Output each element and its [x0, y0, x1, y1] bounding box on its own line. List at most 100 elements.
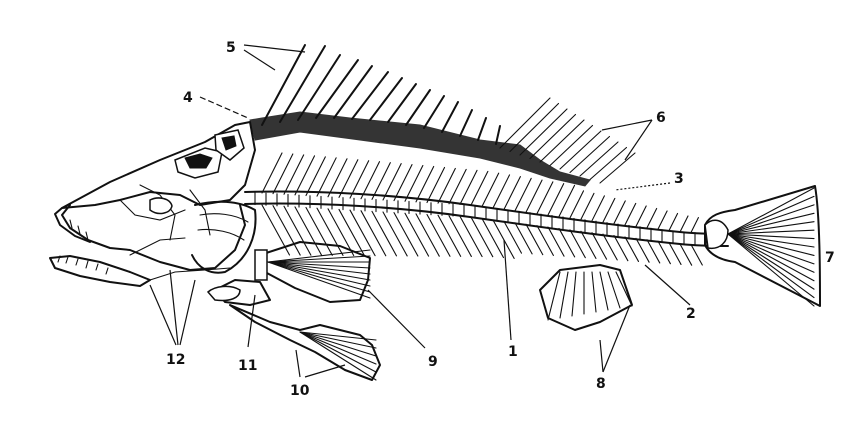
- leader-8b: [602, 304, 631, 373]
- pelvic-ray: [299, 331, 377, 381]
- rib: [503, 220, 523, 254]
- rib: [415, 213, 440, 257]
- caudal-ray: [727, 233, 815, 240]
- caudal-ray: [727, 233, 815, 273]
- rib: [635, 237, 650, 263]
- label-12: 12: [166, 352, 185, 368]
- rib: [536, 225, 554, 256]
- rib: [492, 219, 515, 259]
- leader-lines: [149, 44, 691, 378]
- dorsal-spine: [495, 125, 501, 145]
- leader-4: [199, 96, 249, 119]
- rib: [580, 230, 597, 259]
- rib: [382, 211, 408, 257]
- neural-spine: [679, 215, 689, 233]
- leader-10b: [304, 364, 346, 378]
- neural-spine: [525, 179, 543, 213]
- neural-spine: [415, 165, 435, 203]
- spiny-dorsal-fin: [261, 44, 501, 145]
- rib: [679, 243, 693, 266]
- soft-dorsal-ray: [569, 135, 611, 174]
- pelvic-fin-and-girdle: [206, 279, 381, 381]
- soft-dorsal-ray: [509, 102, 560, 153]
- rib: [426, 213, 451, 257]
- caudal-ray: [727, 233, 815, 307]
- leader-12a: [169, 269, 179, 346]
- neural-spine: [470, 170, 489, 206]
- caudal-ray: [727, 195, 815, 235]
- rib: [349, 209, 376, 257]
- ribs: [261, 204, 703, 266]
- neural-spine: [481, 172, 500, 208]
- rib: [547, 226, 565, 257]
- neural-spine: [327, 158, 348, 198]
- rib: [558, 227, 576, 258]
- dorsal-spine: [369, 77, 403, 121]
- label-6: 6: [656, 110, 666, 126]
- caudal-ray: [727, 187, 815, 235]
- dorsal-spine: [459, 109, 473, 137]
- leader-6a: [601, 119, 653, 131]
- pectoral-ray: [267, 261, 371, 275]
- neural-spine: [613, 200, 626, 225]
- rib: [404, 212, 430, 257]
- caudal-ray: [727, 229, 815, 235]
- pectoral-ray: [267, 261, 371, 287]
- leader-2: [644, 264, 691, 306]
- neural-spine: [382, 163, 402, 201]
- leader-11: [247, 294, 256, 348]
- pectoral-ray: [267, 261, 371, 281]
- anal-ray: [547, 271, 561, 321]
- label-1: 1: [508, 344, 518, 360]
- rib: [437, 214, 462, 257]
- rib: [690, 243, 703, 266]
- neural-spine: [635, 205, 647, 227]
- vertebral-column: [244, 190, 729, 247]
- neural-spine: [316, 157, 337, 197]
- neural-spine: [668, 212, 679, 232]
- rib: [316, 207, 344, 256]
- neural-spine: [492, 174, 511, 209]
- rib: [624, 236, 640, 262]
- label-2: 2: [686, 306, 696, 322]
- dorsal-spine: [261, 44, 306, 126]
- leader-12b: [179, 279, 196, 346]
- rib: [514, 222, 533, 255]
- dorsal-spine: [423, 95, 445, 129]
- leader-5b: [243, 49, 276, 71]
- neural-spine: [624, 202, 637, 226]
- rib: [657, 240, 671, 265]
- neural-spines: [261, 152, 700, 234]
- soft-dorsal-ray: [579, 141, 619, 177]
- vertebrae: [254, 192, 718, 247]
- label-9: 9: [428, 354, 438, 370]
- pectoral-ray: [267, 249, 371, 263]
- rib: [481, 217, 505, 259]
- neural-spine: [393, 164, 413, 202]
- neural-spine: [404, 164, 424, 202]
- dorsal-spine: [351, 71, 389, 120]
- leader-1: [503, 239, 512, 341]
- rib: [569, 229, 586, 259]
- dorsal-spine: [315, 59, 359, 119]
- anal-ray: [559, 271, 569, 319]
- neural-spine: [437, 167, 456, 204]
- label-3: 3: [674, 171, 684, 187]
- label-11: 11: [238, 358, 257, 374]
- neural-spine: [657, 210, 668, 230]
- leader-5a: [243, 44, 306, 53]
- rib: [459, 215, 483, 258]
- anal-ray: [607, 271, 621, 309]
- pectoral-ray: [267, 261, 371, 269]
- rib: [525, 223, 544, 256]
- soft-dorsal-ray: [549, 124, 594, 167]
- soft-dorsal-ray: [539, 119, 585, 163]
- pectoral-ray: [267, 255, 371, 263]
- anal-fin: [539, 264, 633, 331]
- leader-10a: [295, 349, 301, 378]
- soft-dorsal-ray: [499, 97, 551, 149]
- neural-spine: [294, 155, 316, 196]
- jaws: [49, 207, 231, 287]
- caudal-ray: [727, 233, 815, 282]
